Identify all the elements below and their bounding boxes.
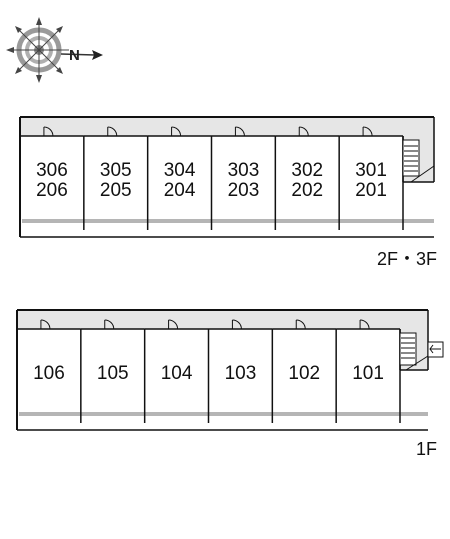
unit-number-upper: 306: [36, 160, 68, 181]
unit-number-lower: 203: [228, 180, 260, 201]
unit-cell: 306206: [20, 127, 84, 201]
unit-cell: 105: [81, 320, 145, 423]
units-row: 106 105 104 103 102 101: [17, 320, 400, 423]
unit-number-upper: 305: [100, 160, 132, 181]
units-row: 306206305205304204303203302202301201: [20, 127, 403, 230]
unit-number-upper: 302: [291, 160, 323, 181]
floor-label-ground: 1F: [416, 439, 437, 459]
unit-cell: 304204: [148, 127, 212, 230]
compass-rose-icon: [6, 17, 103, 83]
unit-number: 105: [97, 363, 129, 384]
unit-number: 106: [33, 363, 65, 384]
unit-cell: 302202: [275, 127, 339, 230]
unit-number-upper: 301: [355, 160, 387, 181]
unit-number: 103: [225, 363, 257, 384]
unit-number: 104: [161, 363, 193, 384]
unit-number: 102: [288, 363, 320, 384]
unit-cell: 104: [145, 320, 209, 423]
unit-number-upper: 304: [164, 160, 196, 181]
floor-plan-upper: 306206305205304204303203302202301201 2F・…: [20, 117, 437, 269]
unit-number-lower: 201: [355, 180, 387, 201]
unit-number-lower: 205: [100, 180, 132, 201]
unit-number-upper: 303: [228, 160, 260, 181]
entrance-icon: [428, 342, 443, 357]
unit-cell: 103: [209, 320, 273, 423]
unit-cell: 303203: [212, 127, 276, 230]
corridor: [17, 310, 428, 370]
floor-plan-ground: 106 105 104 103 102 101 1F: [17, 310, 443, 459]
unit-number-lower: 202: [291, 180, 323, 201]
compass-north-label: N: [69, 47, 80, 64]
unit-number: 101: [352, 363, 384, 384]
unit-cell: 106: [17, 320, 81, 384]
unit-number-lower: 204: [164, 180, 196, 201]
unit-cell: 101: [336, 320, 400, 423]
unit-cell: 305205: [84, 127, 148, 230]
unit-cell: 301201: [339, 127, 403, 230]
floor-label-upper: 2F・3F: [377, 249, 437, 269]
unit-number-lower: 206: [36, 180, 68, 201]
unit-cell: 102: [272, 320, 336, 423]
